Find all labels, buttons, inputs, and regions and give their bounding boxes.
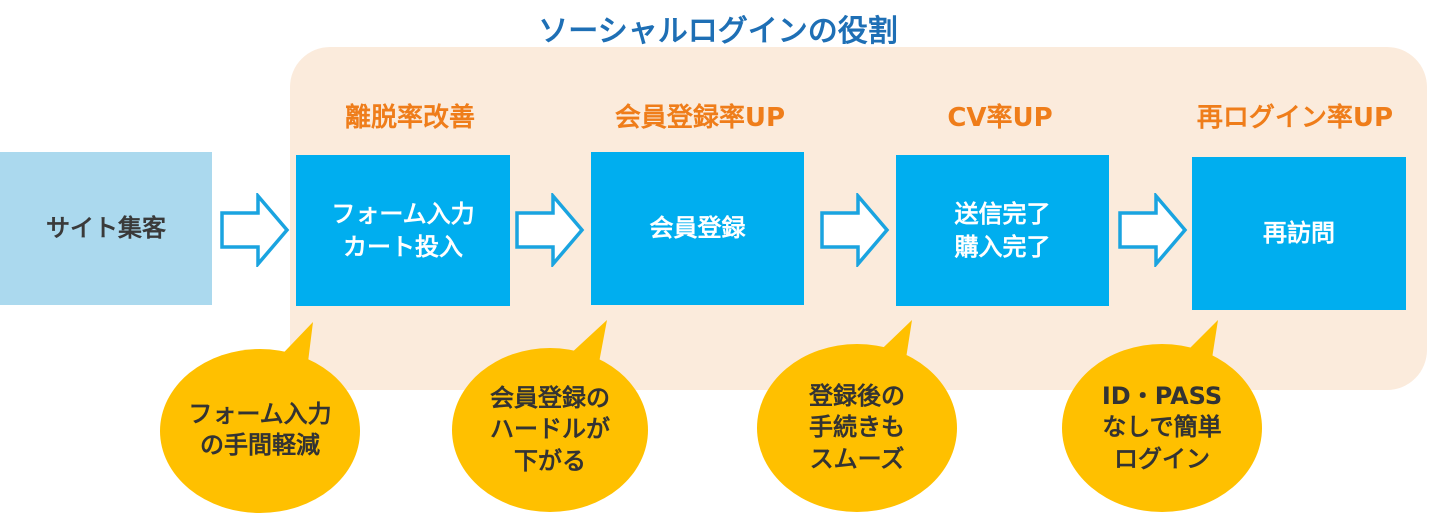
right-arrow-icon bbox=[515, 193, 585, 267]
speech-bubble-icon bbox=[452, 320, 648, 512]
bubble-text-2: 会員登録の ハードルが 下がる bbox=[490, 384, 610, 475]
step-label-1: 離脱率改善 bbox=[344, 103, 475, 133]
diagram-title: ソーシャルログインの役割 bbox=[538, 14, 898, 49]
speech-bubble-icon bbox=[1062, 320, 1262, 512]
step-box-3: 送信完了 購入完了 bbox=[896, 155, 1109, 306]
step-label-3: CV率UP bbox=[947, 103, 1053, 133]
bubble-text-1: フォーム入力 の手間軽減 bbox=[188, 399, 332, 459]
bubble-text-4: ID・PASS なしで簡単 ログイン bbox=[1101, 382, 1223, 473]
step-box-4: 再訪問 bbox=[1192, 157, 1406, 310]
speech-bubble-icon bbox=[160, 322, 360, 513]
right-arrow-icon bbox=[1118, 193, 1188, 267]
right-arrow-icon bbox=[220, 193, 290, 267]
site-traffic-box: サイト集客 bbox=[0, 152, 212, 305]
bubble-text-3: 登録後の 手続きも スムーズ bbox=[809, 382, 905, 473]
step-label-4: 再ログイン率UP bbox=[1196, 103, 1394, 133]
step-label-2: 会員登録率UP bbox=[614, 103, 786, 133]
speech-bubble-icon bbox=[757, 320, 957, 512]
right-arrow-icon bbox=[820, 193, 890, 267]
step-box-2: 会員登録 bbox=[591, 152, 804, 305]
step-box-1: フォーム入力 カート投入 bbox=[296, 155, 510, 306]
